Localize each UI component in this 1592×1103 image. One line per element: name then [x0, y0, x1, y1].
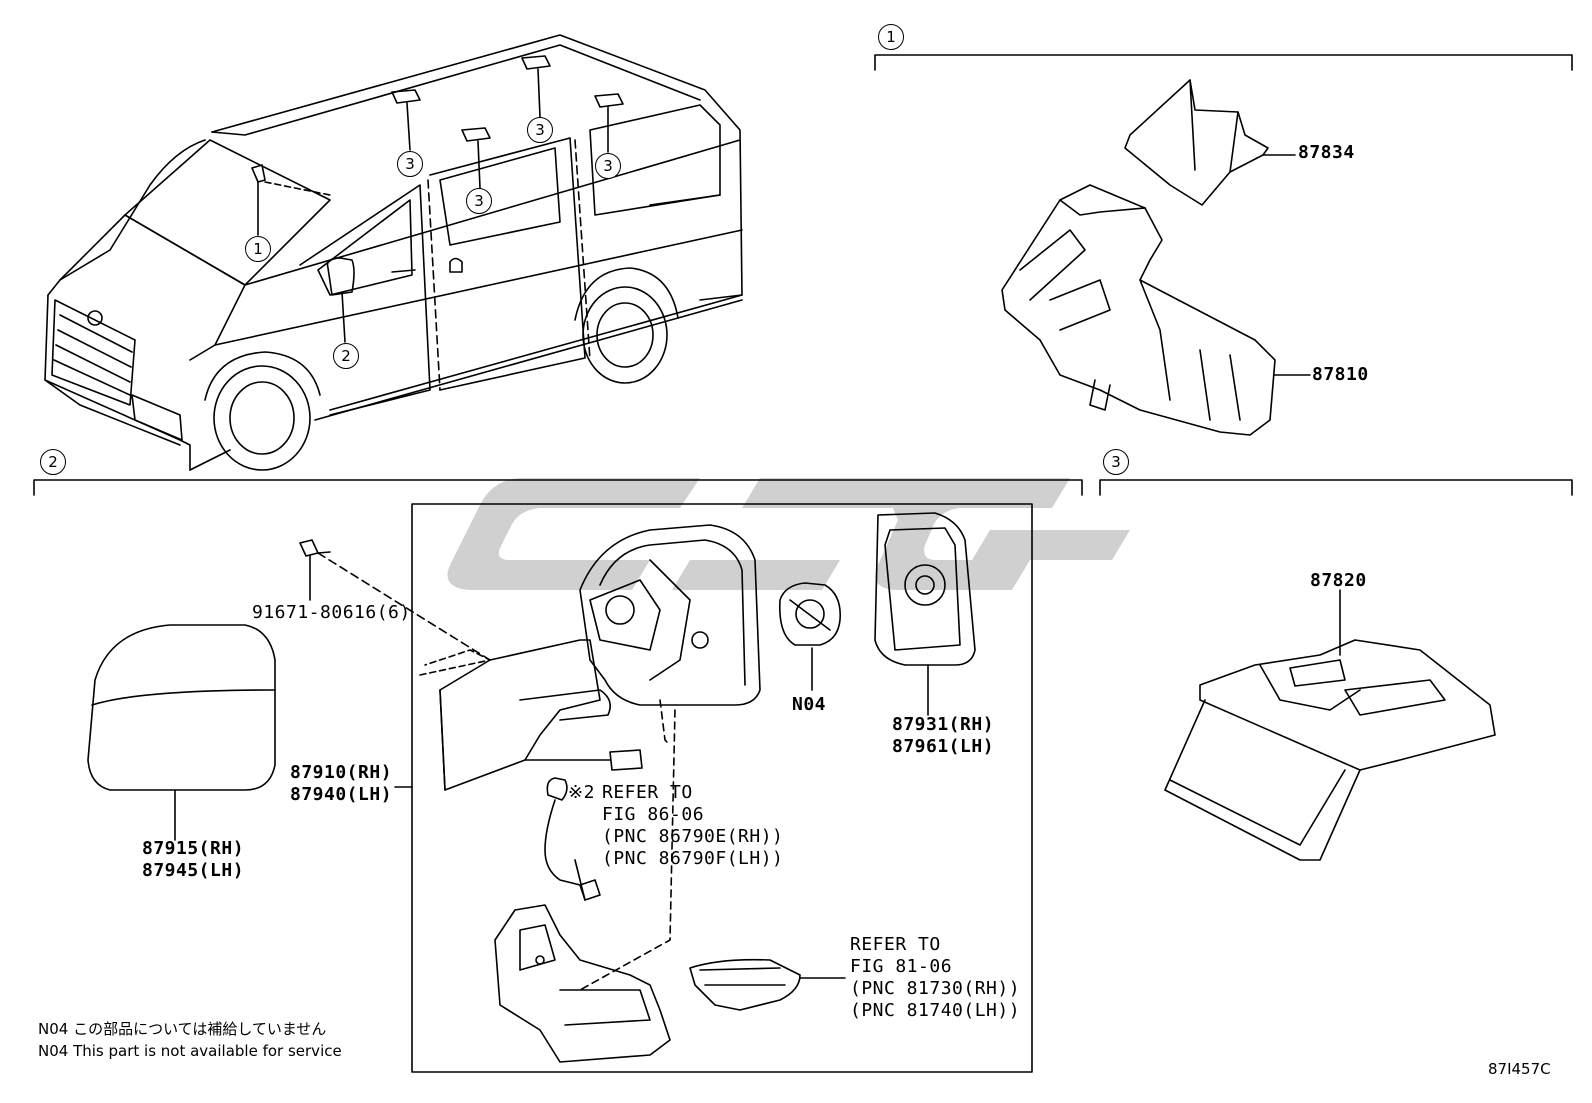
mirror-detail-box: [411, 503, 1033, 1073]
note-japanese: N04 この部品については補給していません: [38, 1020, 327, 1038]
callout-1-header: 1: [878, 24, 904, 50]
note-english: N04 This part is not available for servi…: [38, 1042, 342, 1060]
van-callout-3-c: 3: [595, 153, 621, 179]
figure-code: 87I457C: [1488, 1060, 1551, 1078]
reference-line-3: (PNC 86790E(RH)): [602, 826, 784, 847]
van-callout-2: 2: [333, 343, 359, 369]
reference-line-2: FIG 81-06: [850, 956, 953, 977]
reference-line-4: (PNC 86790F(LH)): [602, 848, 784, 869]
reference-mark: ※2: [568, 782, 595, 803]
part-87940: 87940(LH): [290, 784, 393, 805]
reference-line-3: (PNC 81730(RH)): [850, 978, 1021, 999]
van-callout-3-d: 3: [466, 188, 492, 214]
turn-signal-lamp: [689, 958, 846, 1011]
mirror-actuator-n04: [778, 582, 842, 691]
screw-91671: [299, 539, 491, 661]
reference-line-2: FIG 86-06: [602, 804, 705, 825]
van-callout-1: 1: [245, 236, 271, 262]
mirror-glass-87931: [874, 512, 976, 716]
part-87810: 87810: [1312, 364, 1369, 385]
mirror-cover-87915: [87, 624, 276, 841]
callout-2-header: 2: [40, 449, 66, 475]
part-87961: 87961(LH): [892, 736, 995, 757]
inner-mirror-cover-87834: [1124, 79, 1296, 206]
reference-line-1: REFER TO: [850, 934, 941, 955]
section-brackets: [33, 54, 1573, 496]
overhead-console-87820: [1164, 589, 1496, 861]
part-91671: 91671-80616(6): [252, 602, 411, 623]
van-leaders: [257, 68, 609, 343]
part-87945: 87945(LH): [142, 860, 245, 881]
reference-line-4: (PNC 81740(LH)): [850, 1000, 1021, 1021]
watermark-logo: [447, 478, 1130, 590]
part-87820: 87820: [1310, 570, 1367, 591]
part-87915: 87915(RH): [142, 838, 245, 859]
callout-3-header: 3: [1103, 449, 1129, 475]
van-callout-3-b: 3: [527, 117, 553, 143]
van-illustration: [44, 34, 743, 471]
part-n04: N04: [792, 694, 827, 715]
reference-line-1: REFER TO: [602, 782, 693, 803]
mirror-base-87910: [419, 639, 643, 791]
mirror-lower-bracket: [494, 904, 671, 1063]
camera-harness: [544, 777, 601, 901]
part-87910: 87910(RH): [290, 762, 393, 783]
inner-mirror-87810: [1001, 184, 1311, 436]
van-callout-3-a: 3: [397, 151, 423, 177]
part-87834: 87834: [1298, 142, 1355, 163]
mirror-housing-frame: [579, 524, 761, 991]
part-87931: 87931(RH): [892, 714, 995, 735]
